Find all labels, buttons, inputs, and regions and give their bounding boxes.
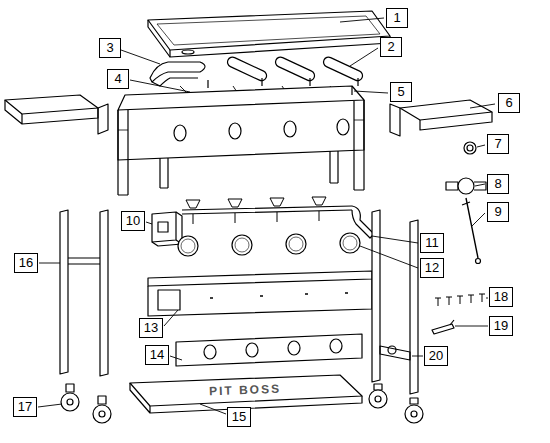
leader-lines [38,18,495,414]
front-plate [176,334,362,366]
callout-number: 19 [489,316,513,336]
firebox-frame [118,86,364,195]
callout-number: 8 [487,174,509,194]
callout-number: 5 [390,82,412,102]
callout-number: 11 [420,233,444,253]
right-leg-frame [369,210,423,423]
griddle-top [148,11,390,57]
callout-number: 1 [386,8,408,28]
callout-number: 14 [145,345,169,365]
battery-box [152,212,182,246]
callout-number: 12 [420,258,444,278]
casters [61,384,111,423]
left-leg-frame [60,210,108,376]
callout-number: 6 [498,93,520,113]
callout-number: 9 [487,202,509,222]
callout-number: 13 [139,318,163,338]
callout-number: 18 [489,287,513,307]
callout-number: 10 [121,211,145,231]
callout-number: 16 [14,253,38,273]
control-knobs [178,233,360,256]
screws [435,294,485,306]
side-shelves [5,95,492,136]
embossed-logo: PIT BOSS [209,381,281,398]
control-panel [148,271,372,316]
callout-number: 20 [424,346,448,366]
callout-number: 15 [227,407,251,427]
regulator-parts [446,142,486,264]
hook-bracket [432,320,454,334]
callout-number: 3 [99,38,121,58]
callout-number: 4 [107,69,129,89]
callout-number: 2 [380,37,402,57]
callout-number: 7 [487,134,509,154]
callout-number: 17 [13,397,37,417]
gas-manifold [182,197,374,238]
